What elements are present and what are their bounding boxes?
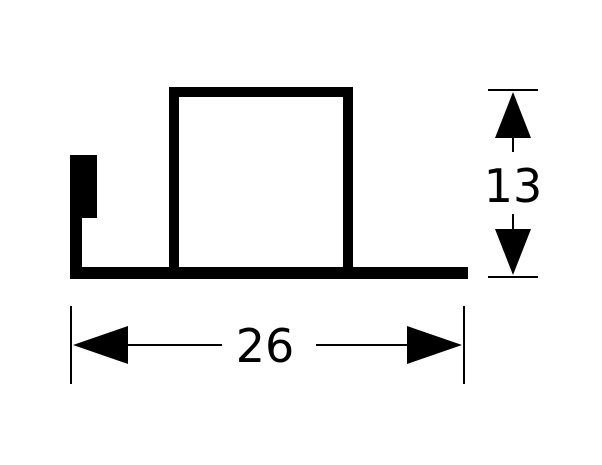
square-channel: [169, 87, 353, 278]
height-label: 13: [484, 159, 543, 213]
height-dimension: 13: [484, 89, 543, 278]
width-arrow-right: [407, 326, 462, 364]
width-dimension: 26: [70, 306, 465, 384]
profile-outline: [70, 87, 468, 279]
height-arrow-top: [495, 92, 531, 138]
width-label: 26: [236, 319, 295, 373]
left-lip: [70, 155, 97, 218]
height-arrow-bottom: [495, 229, 531, 275]
width-arrow-left: [73, 326, 128, 364]
